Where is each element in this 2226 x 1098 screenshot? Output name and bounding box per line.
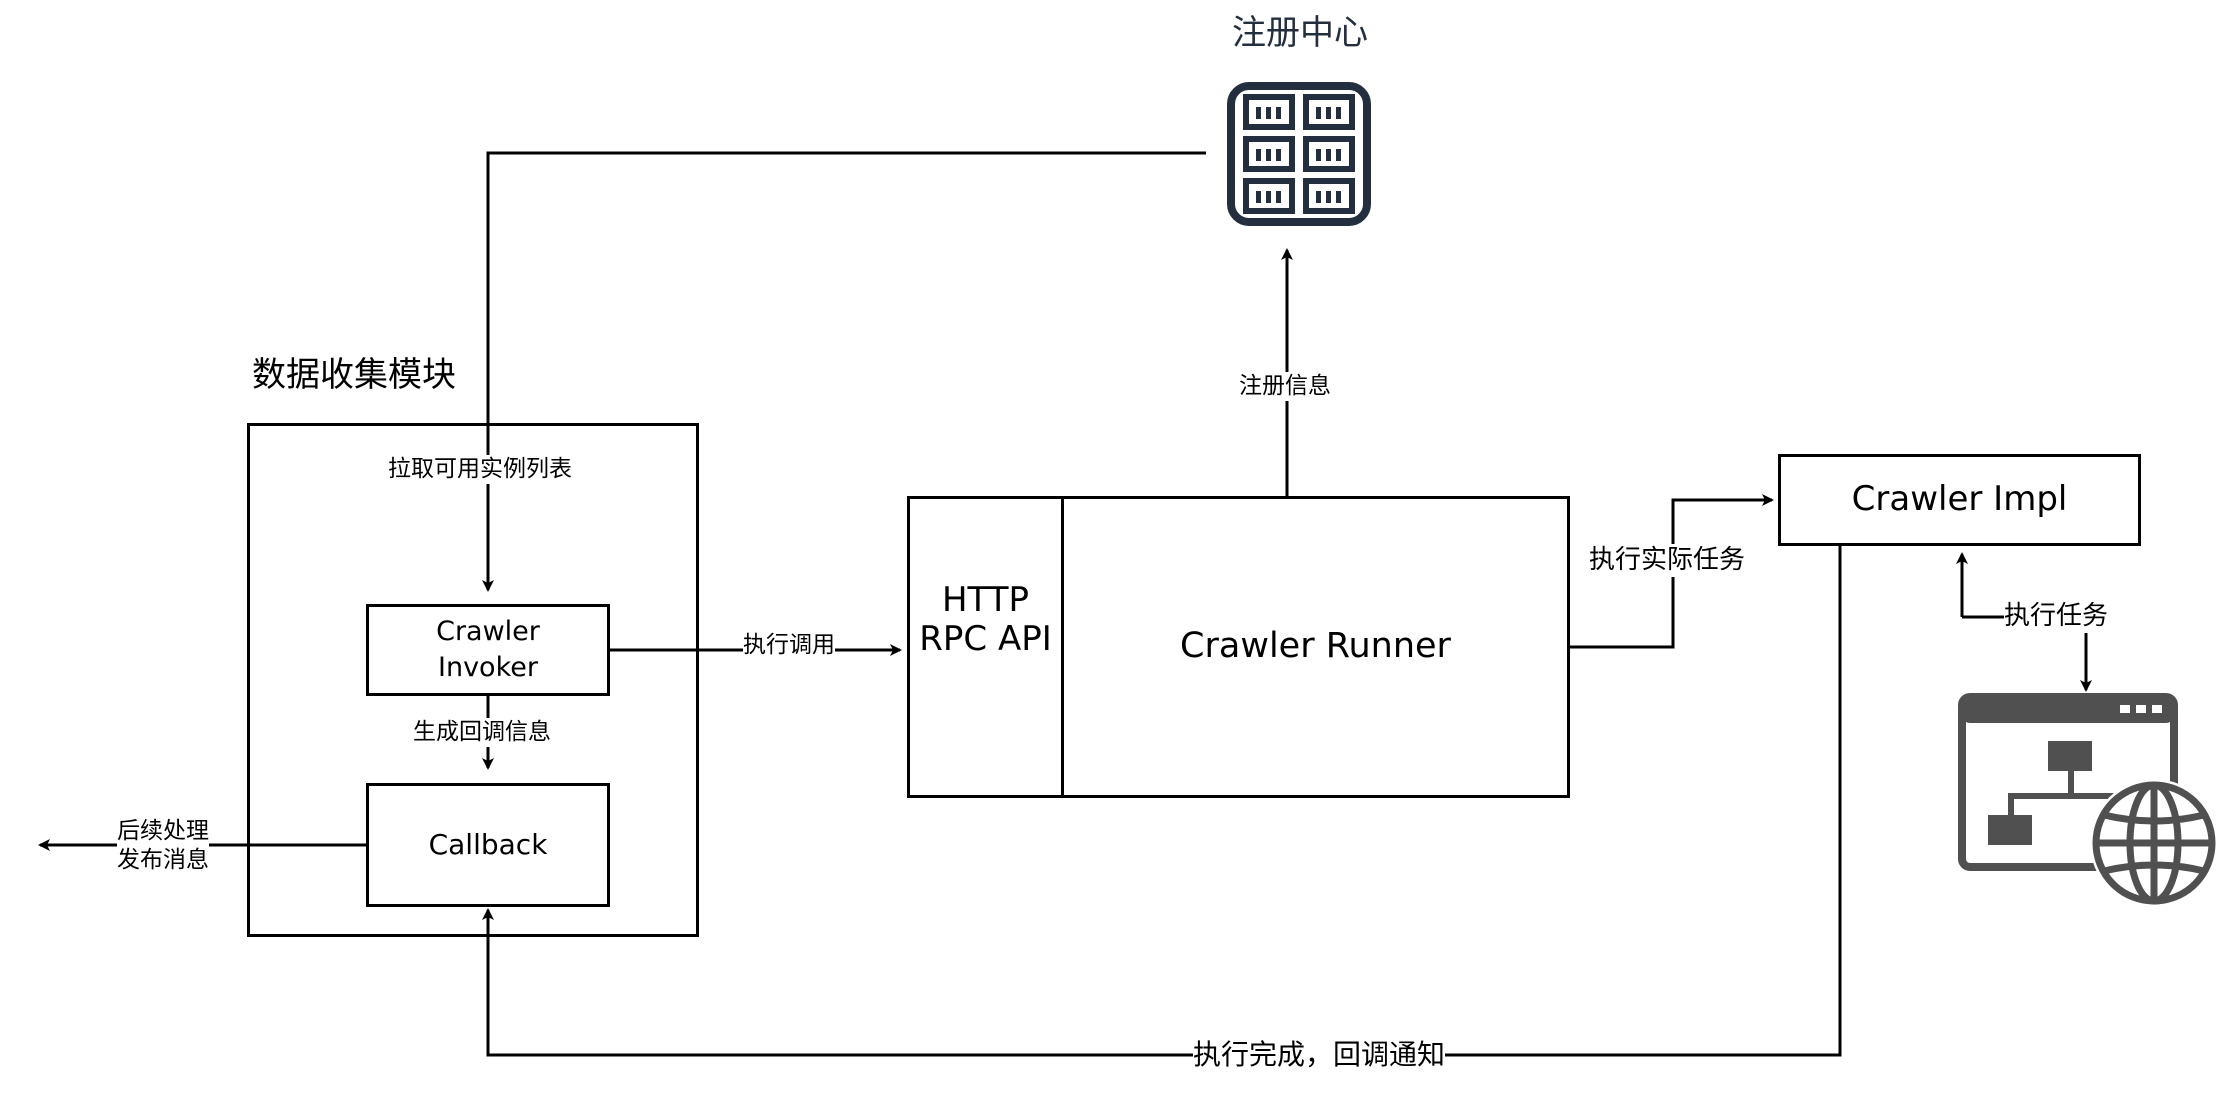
crawler-runner-label: Crawler Runner (1180, 626, 1451, 667)
edge-label-gen-callback: 生成回调信息 (413, 718, 551, 747)
crawler-runner-node[interactable]: Crawler Runner (1061, 496, 1570, 798)
http-rpc-api-node[interactable]: HTTP RPC API (907, 496, 1064, 798)
registry-title: 注册中心 (1232, 13, 1368, 53)
edge-label-done-callback: 执行完成，回调通知 (1193, 1037, 1446, 1072)
crawler-invoker-label: Crawler Invoker (436, 615, 540, 683)
crawler-impl-node[interactable]: Crawler Impl (1778, 454, 2141, 546)
edge-pull-instances (482, 151, 1206, 592)
website-sitemap-globe-icon (1958, 693, 2216, 907)
crawler-invoker-node[interactable]: Crawler Invoker (366, 604, 610, 696)
callback-node[interactable]: Callback (366, 783, 610, 907)
http-rpc-api-label: HTTP RPC API (919, 580, 1052, 660)
server-grid-icon (1227, 82, 1371, 226)
edge-label-post-process: 后续处理 发布消息 (117, 817, 209, 875)
edge-label-invoke: 执行调用 (743, 631, 835, 660)
collector-module-box (247, 423, 699, 937)
crawler-impl-label: Crawler Impl (1851, 479, 2068, 520)
edge-done-callback (482, 545, 1842, 1057)
edge-label-exec-task: 执行任务 (2004, 600, 2109, 633)
edge-label-register-info: 注册信息 (1239, 372, 1331, 401)
edge-label-pull-instances: 拉取可用实例列表 (388, 455, 572, 484)
collector-module-title: 数据收集模块 (252, 355, 456, 395)
callback-label: Callback (428, 828, 548, 862)
edge-label-exec-actual: 执行实际任务 (1589, 544, 1746, 577)
